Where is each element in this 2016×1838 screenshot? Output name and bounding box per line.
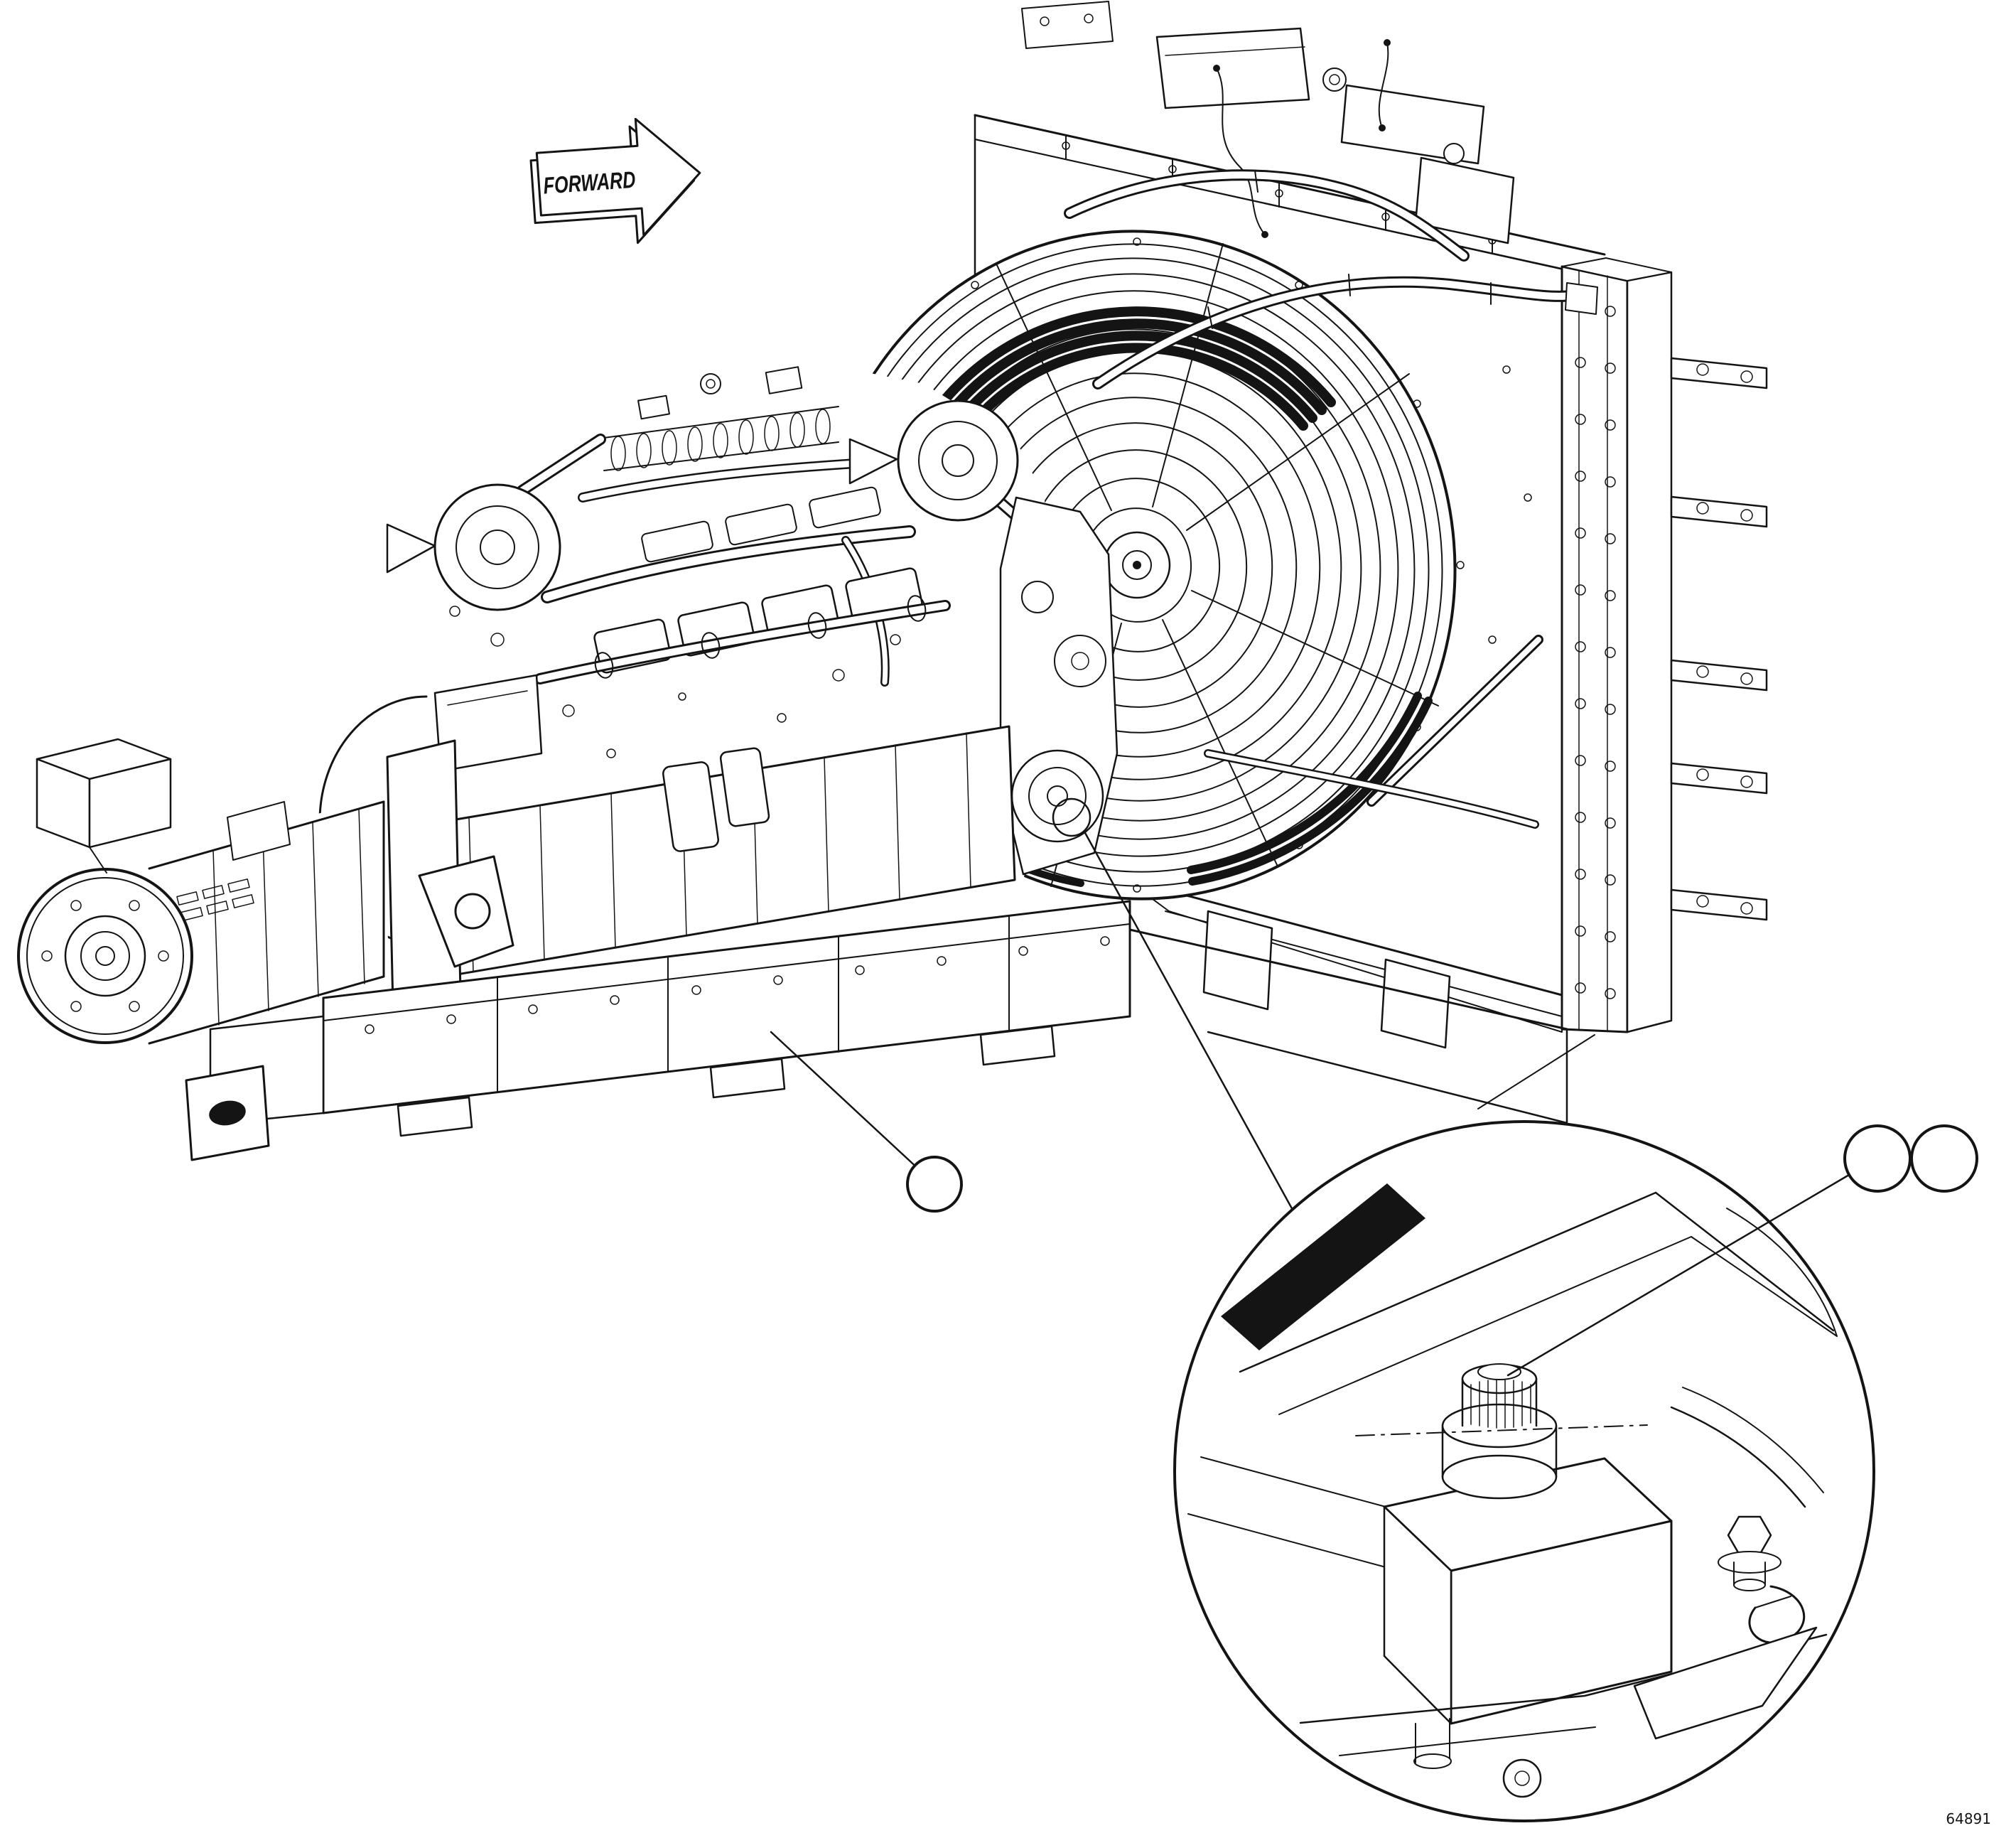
detail-panels: [1187, 1183, 1838, 1568]
generator-vents: [176, 878, 254, 921]
oil-filters: [662, 747, 770, 852]
channel-bolt-holes: [1575, 300, 1616, 999]
skid-right-extension: [1128, 928, 1568, 1124]
detail-mounting-block: [1383, 1457, 1673, 1769]
forward-arrow: FORWARD: [529, 117, 701, 244]
terminal-box: [227, 801, 291, 861]
detail-floor: [1299, 1626, 1828, 1798]
callout-circle-1: [906, 1156, 963, 1213]
callout-circle-2a: [1843, 1124, 1912, 1193]
figure-number: 64891: [1946, 1810, 1991, 1827]
skid-bolt-row: [365, 936, 1110, 1034]
fan-hub: [1103, 531, 1171, 599]
generator-air-duct: [36, 738, 172, 874]
side-mount-brackets: [1670, 357, 1768, 921]
forward-label: FORWARD: [542, 166, 636, 199]
generator-end-bell: [17, 868, 193, 1044]
exhaust-bellows: [603, 406, 839, 471]
top-accessory-boxes: [1021, 1, 1515, 244]
bolt-with-clip: [1718, 1515, 1806, 1644]
detail-view: [1173, 1120, 1978, 1822]
center-axis-line: [1355, 1424, 1648, 1436]
coolant-piping: [1064, 169, 1598, 829]
callout-circle-2b: [1910, 1124, 1978, 1193]
detail-leader-line: [1506, 1173, 1850, 1377]
exhaust-manifold: [534, 595, 951, 684]
callout-leader-lines: [770, 797, 1306, 1233]
engine: [318, 355, 1118, 988]
radiator-side-channel: [1560, 257, 1673, 1033]
skid-base: [185, 855, 1568, 1161]
detail-source-circle: [1052, 797, 1091, 837]
lifting-lug: [418, 855, 514, 968]
skid-end-foot: [185, 1065, 270, 1161]
sensor-wires: [1213, 39, 1391, 238]
generator: [17, 738, 462, 1045]
engine-fasteners: [449, 366, 901, 758]
skid-foot-pads: [397, 1025, 1056, 1137]
front-gear-housing: [999, 496, 1118, 876]
drain-plug: [1355, 1363, 1648, 1500]
turbocharger-left: [386, 434, 606, 611]
radiator-feet: [1202, 910, 1595, 1109]
